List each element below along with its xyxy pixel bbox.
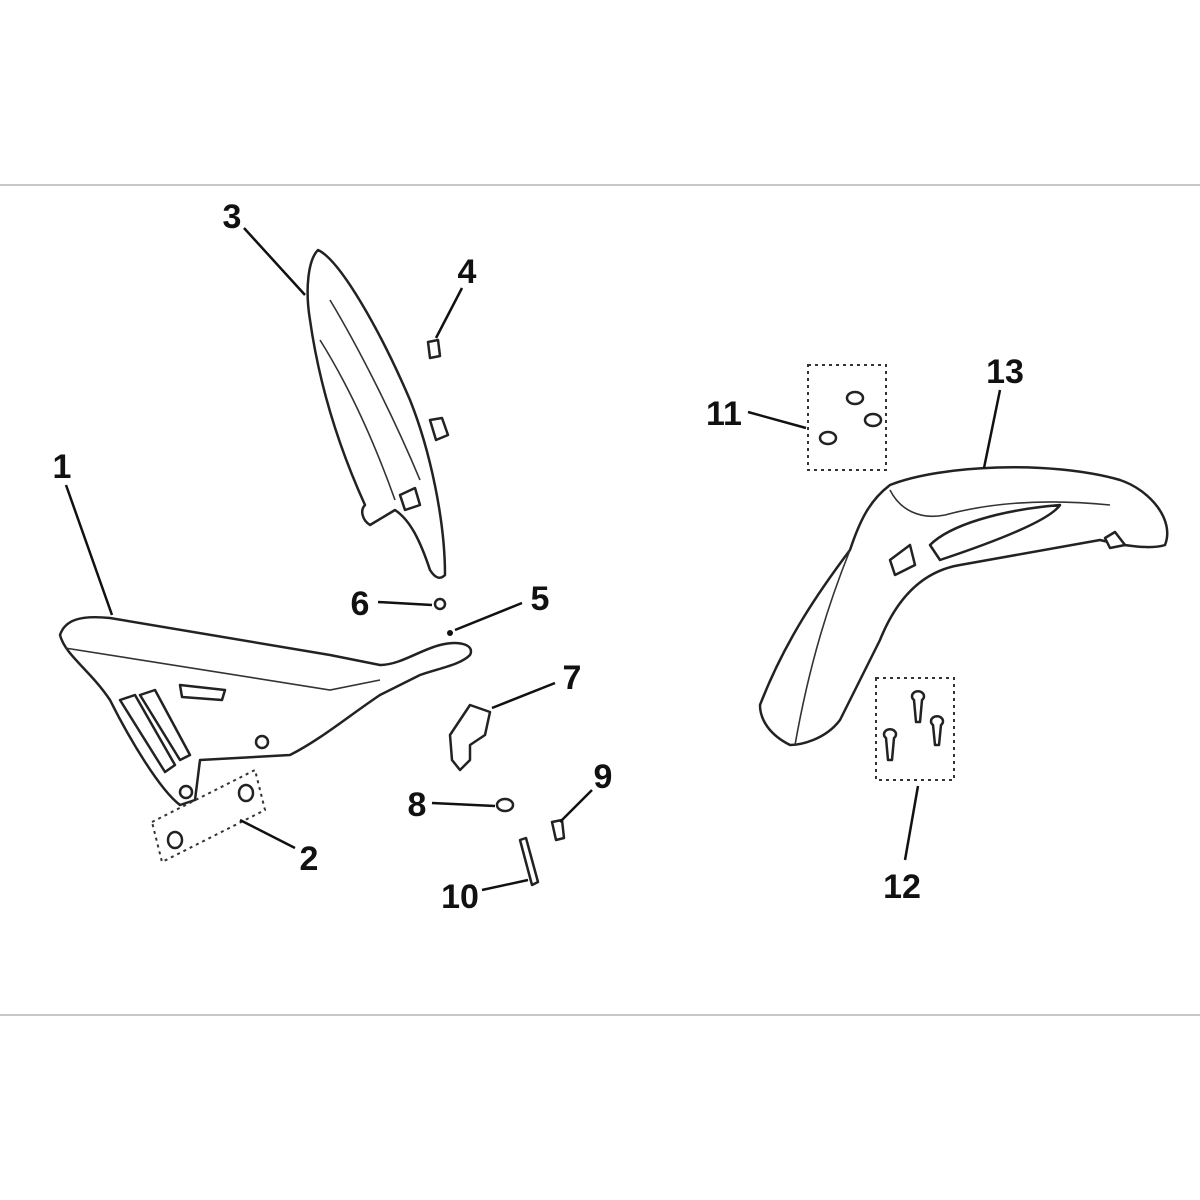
callout-1: 1 (53, 448, 72, 486)
callout-8: 8 (408, 786, 427, 824)
part-2-screws (150, 768, 267, 864)
part-1-chain-guard (58, 616, 473, 807)
part-7-bracket (448, 703, 492, 772)
part-10-long-bolt (518, 836, 540, 887)
part-8-spacer (495, 797, 515, 813)
callout-7: 7 (563, 659, 582, 697)
part-11-nuts (807, 364, 887, 471)
leader-lines (64, 227, 1002, 892)
callout-4: 4 (458, 253, 477, 291)
callout-11: 11 (706, 395, 742, 433)
callout-5: 5 (531, 580, 550, 618)
part-12-screws (875, 677, 955, 781)
part-5-washer (447, 630, 453, 636)
callout-10: 10 (441, 878, 479, 916)
callout-3: 3 (223, 198, 242, 236)
callout-13: 13 (986, 353, 1024, 391)
part-13-front-fender (758, 466, 1169, 747)
callout-12: 12 (883, 868, 921, 906)
part-3-rear-mudguard (306, 248, 450, 579)
part-4-bolt (426, 338, 442, 360)
callout-9: 9 (594, 758, 613, 796)
callout-2: 2 (300, 840, 319, 878)
part-9-bolt (550, 818, 566, 842)
part-6-nut (433, 597, 447, 611)
callout-6: 6 (351, 585, 370, 623)
